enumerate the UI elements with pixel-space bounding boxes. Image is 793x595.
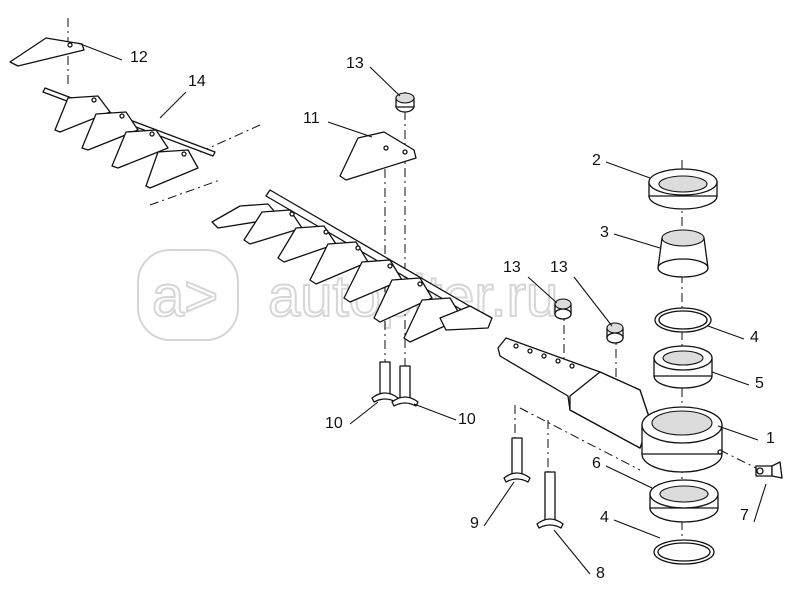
callout-label-c7: 7 bbox=[740, 507, 749, 524]
callout-leader-c12 bbox=[77, 42, 123, 61]
callout-leader-c4a bbox=[707, 325, 745, 340]
bolt-9 bbox=[503, 437, 531, 483]
callout-leader-c13b bbox=[527, 276, 558, 304]
lower-ring-6 bbox=[649, 479, 719, 523]
callout-label-c4a: 4 bbox=[750, 329, 759, 346]
callout-leader-c6 bbox=[605, 465, 653, 489]
callout-label-c13c: 13 bbox=[550, 259, 568, 276]
callout-leader-c9 bbox=[483, 481, 515, 527]
callout-leader-c13a bbox=[369, 66, 401, 97]
snap-ring-4-upper bbox=[654, 307, 712, 333]
bolt-10-right bbox=[391, 365, 419, 407]
grease-nipple-7 bbox=[755, 461, 783, 479]
callout-leader-c13c bbox=[573, 276, 613, 327]
bearing-5 bbox=[653, 345, 713, 389]
callout-leader-c10a bbox=[349, 401, 379, 425]
callouts: 12 14 13 11 2 3 13 13 4 5 1 6 7 4 10 10 9 8 bbox=[77, 42, 775, 582]
knife-section-12 bbox=[9, 37, 85, 67]
nut-13-center-left bbox=[554, 298, 572, 320]
callout-label-c14: 14 bbox=[188, 73, 206, 90]
watermark-logo-box bbox=[137, 249, 239, 341]
callout-leader-c3 bbox=[613, 233, 661, 249]
callout-label-c9: 9 bbox=[470, 515, 479, 532]
nut-13-top bbox=[395, 92, 415, 113]
callout-label-c2: 2 bbox=[592, 152, 601, 169]
snap-ring-4-lower bbox=[653, 539, 715, 565]
callout-label-c11: 11 bbox=[303, 110, 320, 127]
callout-leader-c2 bbox=[605, 161, 651, 179]
ball-joint-3 bbox=[657, 229, 709, 278]
callout-label-c10a: 10 bbox=[325, 415, 343, 432]
callout-leader-c5 bbox=[711, 371, 750, 386]
callout-leader-c1 bbox=[717, 425, 759, 441]
callout-leader-c14 bbox=[159, 91, 187, 119]
bolt-10-left bbox=[371, 361, 399, 403]
bolt-8 bbox=[536, 471, 564, 529]
callout-label-c3: 3 bbox=[600, 224, 609, 241]
callout-leader-c10b bbox=[413, 403, 457, 421]
nut-13-center-right bbox=[606, 322, 624, 344]
callout-label-c4b: 4 bbox=[600, 509, 609, 526]
callout-label-c8: 8 bbox=[596, 565, 605, 582]
callout-leader-c7 bbox=[753, 483, 767, 523]
callout-leader-c8 bbox=[553, 529, 591, 575]
callout-leader-c4b bbox=[613, 519, 661, 539]
callout-label-c12: 12 bbox=[130, 49, 148, 66]
callout-label-c1: 1 bbox=[766, 430, 775, 447]
callout-leader-c11 bbox=[327, 121, 373, 138]
callout-label-c10b: 10 bbox=[458, 411, 476, 428]
knife-section-11 bbox=[339, 131, 417, 181]
knife-bar-middle bbox=[211, 189, 493, 343]
bearing-ring-2 bbox=[648, 168, 718, 210]
callout-label-c13a: 13 bbox=[346, 55, 364, 72]
knife-head-arm-1 bbox=[497, 337, 723, 473]
callout-label-c6: 6 bbox=[592, 455, 601, 472]
watermark-logo-text: a> bbox=[152, 264, 218, 329]
callout-label-c5: 5 bbox=[755, 375, 764, 392]
callout-label-c13b: 13 bbox=[503, 259, 521, 276]
knife-bar-14 bbox=[42, 87, 216, 189]
